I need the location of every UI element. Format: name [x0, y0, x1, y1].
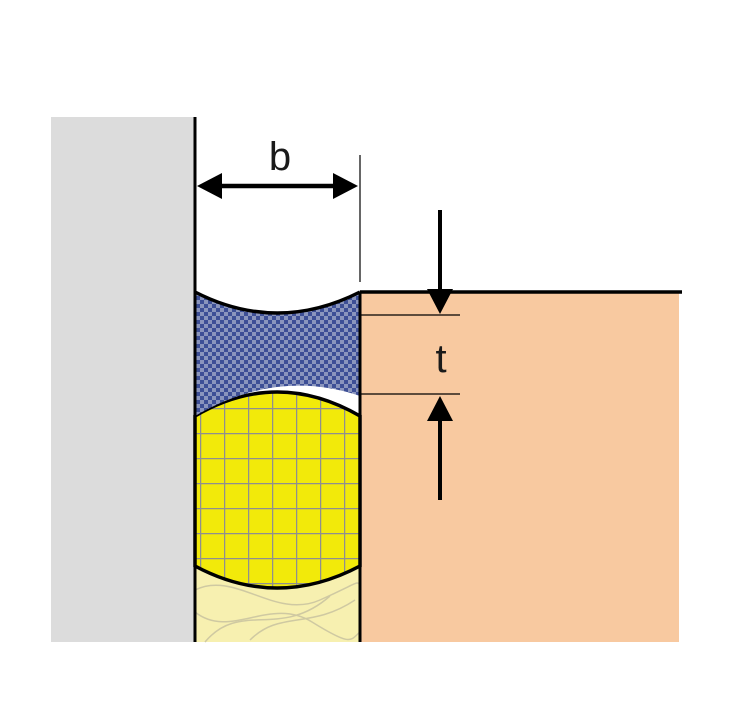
left-wall [51, 117, 195, 642]
sealant [195, 292, 360, 416]
backer-rod [193, 390, 362, 590]
down-arrowhead [427, 289, 453, 314]
width-dimension [197, 173, 358, 199]
sealant-top-edge [194, 290, 361, 315]
right-arrowhead [333, 173, 358, 199]
thickness-label: t [435, 337, 446, 381]
right-substrate [360, 292, 679, 642]
width-label: b [269, 135, 291, 179]
thickness-dimension [360, 210, 460, 500]
up-arrowhead [427, 396, 453, 421]
left-arrowhead [197, 173, 222, 199]
